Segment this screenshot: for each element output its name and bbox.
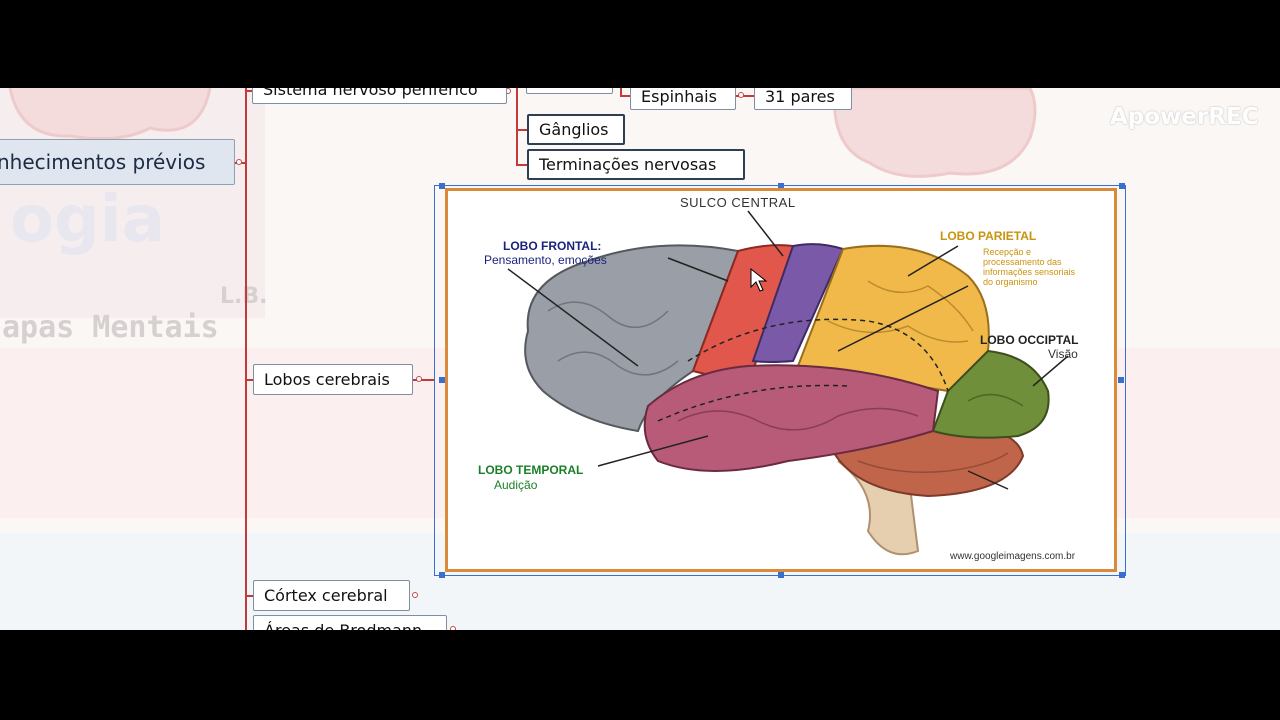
ganglios-node[interactable]: Gânglios — [527, 114, 625, 145]
sensory-cortex — [751, 243, 845, 363]
resize-handle-br[interactable] — [1119, 572, 1125, 578]
cortex-connector — [245, 595, 253, 597]
brain-image[interactable]: SULCO CENTRAL LOBO FRONTAL: Pensamento, … — [445, 188, 1117, 572]
pares-node[interactable]: 31 pares — [754, 88, 852, 110]
label-temporal-title: LOBO TEMPORAL — [478, 463, 584, 477]
central-topic-node[interactable]: nhecimentos prévios — [0, 139, 235, 185]
label-parietal-desc-1: Recepção e — [983, 247, 1032, 257]
label-parietal-title: LOBO PARIETAL — [940, 229, 1037, 243]
resize-handle-tr[interactable] — [1119, 183, 1125, 189]
label-frontal-desc: Pensamento, emoções — [484, 253, 607, 267]
snp-connector — [245, 90, 253, 92]
resize-handle-ml[interactable] — [439, 377, 445, 383]
recorder-watermark: ApowerREC — [1110, 104, 1259, 130]
background-logo-text: ogia — [10, 183, 165, 257]
cortex-node[interactable]: Córtex cerebral — [253, 580, 410, 611]
label-parietal-desc-2: processamento das — [983, 257, 1062, 267]
brain-diagram — [507, 210, 1069, 556]
espinhais-collapse-toggle[interactable] — [738, 92, 744, 98]
snp-sub-vertical — [516, 88, 518, 166]
background-brain-icon-left — [8, 88, 212, 141]
label-image-source: www.googleimagens.com.br — [950, 551, 1076, 562]
lobos-node[interactable]: Lobos cerebrais — [253, 364, 413, 395]
central-collapse-toggle[interactable] — [236, 159, 242, 165]
terminacoes-node[interactable]: Terminações nervosas — [527, 149, 745, 180]
top-hidden-node[interactable] — [526, 88, 613, 94]
image-connector — [413, 379, 435, 381]
pares-connector — [736, 95, 754, 97]
resize-handle-mr[interactable] — [1118, 377, 1124, 383]
label-sulco-central: SULCO CENTRAL — [680, 195, 796, 210]
label-occipital-title: LOBO OCCIPTAL — [980, 333, 1079, 347]
espinhais-connector — [620, 95, 630, 97]
temporal-lobe — [643, 364, 940, 472]
ganglios-connector — [516, 129, 527, 131]
brodmann-node[interactable]: Áreas de Brodmann — [253, 615, 447, 630]
snp-node[interactable]: Sistema nervoso periférico — [252, 88, 507, 104]
espinhais-sub-vertical — [620, 88, 622, 96]
resize-handle-bm[interactable] — [778, 572, 784, 578]
background-initials: L.B. — [220, 284, 268, 309]
frontal-lobe — [524, 244, 740, 433]
label-occipital-desc: Visão — [1048, 347, 1078, 361]
label-temporal-desc: Audição — [494, 478, 538, 492]
lobos-collapse-toggle[interactable] — [416, 376, 422, 382]
cortex-collapse-toggle[interactable] — [412, 592, 418, 598]
espinhais-node[interactable]: Espinhais — [630, 88, 736, 110]
main-branch-vertical — [245, 88, 247, 630]
label-frontal-title: LOBO FRONTAL: — [503, 239, 602, 253]
resize-handle-tl[interactable] — [439, 183, 445, 189]
background-subtitle: apas Mentais — [2, 310, 219, 345]
label-parietal-desc-3: informações sensoriais — [983, 267, 1076, 277]
terminacoes-connector — [516, 164, 527, 166]
resize-handle-bl[interactable] — [439, 572, 445, 578]
mindmap-canvas[interactable]: ogia L.B. apas Mentais nhecimentos prévi… — [0, 88, 1280, 630]
label-parietal-desc-4: do organismo — [983, 277, 1038, 287]
lobos-connector — [245, 379, 253, 381]
parietal-lobe — [796, 244, 990, 393]
background-brain-icon-right — [832, 88, 1037, 178]
brodmann-collapse-toggle[interactable] — [450, 626, 456, 630]
mouse-cursor — [750, 267, 768, 292]
resize-handle-tm[interactable] — [778, 183, 784, 189]
